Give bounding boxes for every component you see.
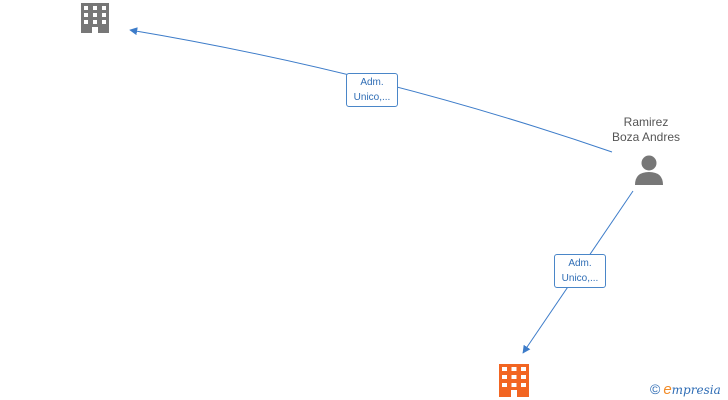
- edge-label-bottom[interactable]: Adm. Unico,...: [554, 254, 606, 288]
- edge-label-line2: Unico,...: [561, 273, 599, 284]
- edge-label-line1: Adm.: [568, 258, 592, 269]
- building-icon[interactable]: [81, 3, 109, 33]
- person-name-line2: Boza Andres: [611, 130, 681, 144]
- brand-initial: e: [663, 381, 672, 398]
- building-icon[interactable]: [499, 364, 529, 397]
- person-name-line1: Ramirez: [623, 115, 669, 129]
- edge-label-top[interactable]: Adm. Unico,...: [346, 73, 398, 107]
- brand-name: mpresia: [671, 383, 721, 397]
- person-name-label[interactable]: Ramirez Boza Andres: [596, 115, 696, 145]
- edge-label-line1: Adm.: [360, 77, 384, 88]
- copyright-symbol: ©: [650, 381, 661, 397]
- watermark: ©empresia: [650, 380, 721, 398]
- edge-label-line2: Unico,...: [353, 92, 391, 103]
- person-icon[interactable]: [635, 155, 663, 186]
